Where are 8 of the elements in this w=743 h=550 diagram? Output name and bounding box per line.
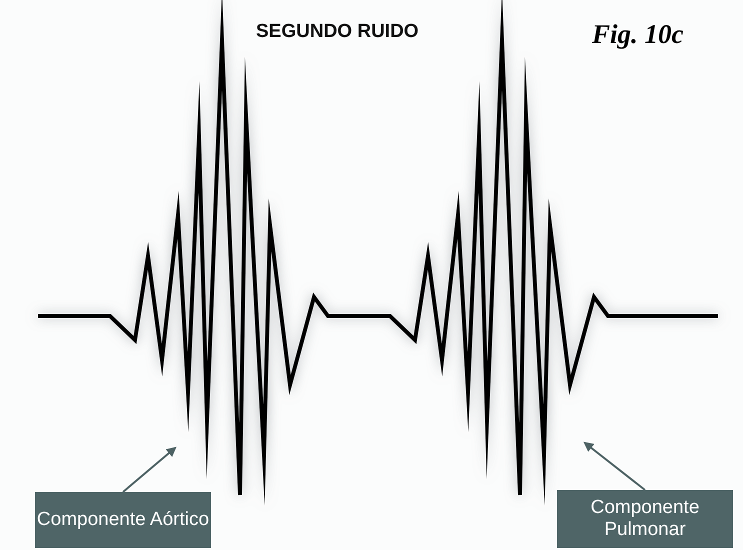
label-text: Componente Aórtico xyxy=(36,509,210,531)
figure-number: Fig. 10c xyxy=(592,18,684,51)
label-text: Componente Pulmonar xyxy=(590,497,700,541)
label-box xyxy=(35,492,211,548)
arrow xyxy=(583,442,646,491)
title: SEGUNDO RUIDO xyxy=(256,20,419,44)
arrow xyxy=(122,446,177,493)
label-box xyxy=(557,490,733,548)
